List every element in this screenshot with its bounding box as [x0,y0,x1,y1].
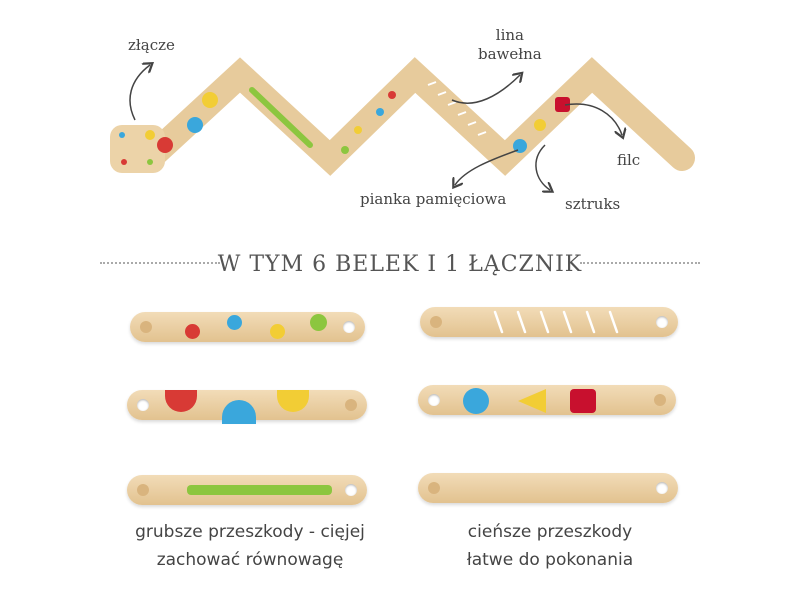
beam-rope [420,307,678,337]
section-title: W TYM 6 BELEK I 1 ŁĄCZNIK [217,252,583,277]
beam-small-holds [130,312,365,342]
label-felt: filc [617,151,641,169]
divider-left [100,262,220,264]
beam-large-holds [127,390,367,424]
label-foam: pianka pamięciowa [360,190,507,208]
caption-left-line1: grubsze przeszkody - cięjej [135,522,365,542]
caption-right-line1: cieńsze przeszkody [467,522,633,542]
label-corduroy: sztruks [565,195,621,213]
zigzag-balance-beam-illustration [110,57,695,240]
beam-green-bar [127,475,367,505]
divider-right [580,262,700,264]
caption-right: cieńsze przeszkody łatwe do pokonania [400,518,700,574]
caption-left: grubsze przeszkody - cięjej zachować równ… [100,518,400,574]
beam-plain [418,473,678,503]
label-rope-line1: lina [495,26,524,44]
label-rope-line2: bawełna [478,45,542,63]
label-connector: złącze [128,36,175,54]
beam-textures [418,385,676,415]
caption-right-line2: łatwe do pokonania [466,550,634,570]
caption-left-line2: zachować równowagę [156,550,344,570]
connector-piece [110,125,165,173]
